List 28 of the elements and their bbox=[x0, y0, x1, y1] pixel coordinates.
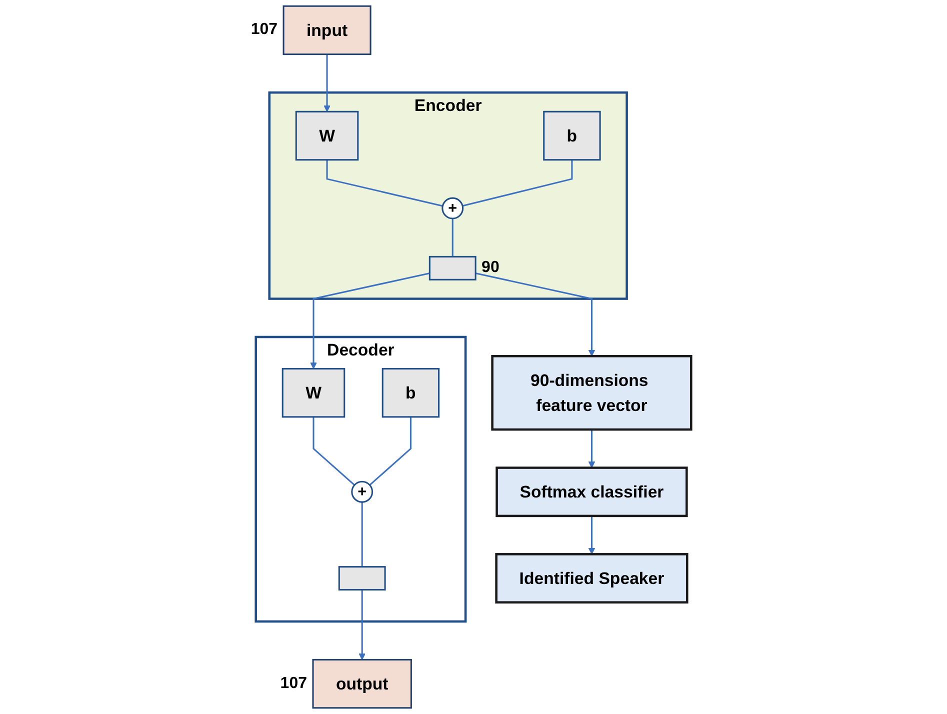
connector bbox=[369, 416, 412, 486]
node-box: Identified Speaker bbox=[495, 553, 688, 604]
node-box: b bbox=[382, 368, 440, 418]
arrow bbox=[324, 54, 330, 112]
size-label: 107 bbox=[250, 22, 278, 38]
node-box: output bbox=[312, 658, 412, 709]
node-box bbox=[428, 256, 476, 280]
node-box: b bbox=[543, 110, 601, 161]
node-circle: + bbox=[351, 480, 374, 503]
node-box: W bbox=[282, 368, 346, 418]
arrow bbox=[358, 590, 366, 660]
node-box: input bbox=[282, 5, 372, 56]
node-box: Softmax classifier bbox=[496, 466, 688, 518]
arrow bbox=[588, 430, 596, 468]
arrow bbox=[310, 272, 430, 370]
connector bbox=[462, 160, 573, 207]
size-label: 90 bbox=[482, 260, 500, 276]
connector bbox=[312, 416, 355, 486]
size-label: 107 bbox=[280, 676, 307, 692]
node-circle: + bbox=[442, 197, 464, 220]
connector bbox=[361, 502, 363, 567]
arrow bbox=[588, 516, 596, 554]
connector bbox=[326, 160, 443, 207]
node-box bbox=[338, 566, 386, 590]
arrow bbox=[475, 272, 596, 356]
connector bbox=[452, 218, 454, 257]
node-box: 90-dimensions feature vector bbox=[491, 354, 692, 431]
node-box: W bbox=[295, 110, 359, 161]
